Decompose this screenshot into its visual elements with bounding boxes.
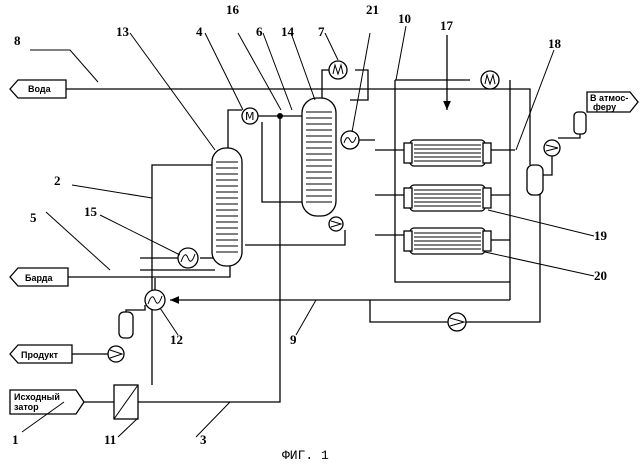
stillage-label: Барда xyxy=(25,273,53,283)
label-10: 10 xyxy=(398,11,411,26)
label-16: 16 xyxy=(226,2,240,17)
heat-exchanger-7-icon xyxy=(329,61,347,79)
product-outlet: Продукт xyxy=(10,345,72,363)
heat-exchanger-12-icon xyxy=(145,290,165,310)
label-21: 21 xyxy=(366,2,379,17)
feed-label-line2: затор xyxy=(14,402,39,412)
label-3: 3 xyxy=(200,432,207,447)
label-5: 5 xyxy=(30,210,37,225)
stillage-outlet: Барда xyxy=(10,268,68,286)
label-8: 8 xyxy=(14,33,21,48)
heat-exchanger-water-icon xyxy=(481,71,499,89)
label-19: 19 xyxy=(594,228,608,243)
label-9: 9 xyxy=(290,332,297,347)
label-17: 17 xyxy=(440,18,454,33)
water-label: Вода xyxy=(28,84,52,94)
figure-caption: ФИГ. 1 xyxy=(282,448,329,463)
label-20: 20 xyxy=(594,268,607,283)
vent-vessel xyxy=(574,112,586,134)
column-13 xyxy=(212,148,242,266)
return-pump-icon xyxy=(448,313,466,331)
feed-label-line1: Исходный xyxy=(14,392,60,402)
membrane-unit-11 xyxy=(114,385,138,419)
mixer-4: M xyxy=(242,108,258,124)
label-2: 2 xyxy=(54,173,61,188)
vent-label-line2: феру xyxy=(593,102,616,112)
label-4: 4 xyxy=(196,24,203,39)
product-pump-icon xyxy=(108,346,124,362)
condenser-middle xyxy=(404,185,491,211)
vent-outlet: В атмос- феру xyxy=(587,92,638,112)
product-label: Продукт xyxy=(21,350,59,360)
label-13: 13 xyxy=(116,24,130,39)
label-6: 6 xyxy=(256,24,263,39)
label-1: 1 xyxy=(12,432,19,447)
label-7: 7 xyxy=(318,24,325,39)
label-15: 15 xyxy=(84,204,98,219)
column-14-pump-icon xyxy=(329,217,343,231)
leader-lines xyxy=(22,26,594,437)
junction-16 xyxy=(277,113,283,119)
condenser-bottom xyxy=(404,228,491,254)
feed-inlet: Исходный затор xyxy=(10,390,84,414)
water-outlet: Вода xyxy=(10,80,66,98)
receiver-vessel xyxy=(119,312,133,338)
label-11: 11 xyxy=(104,432,116,447)
mixer-symbol: M xyxy=(245,110,255,123)
heat-exchanger-21-icon xyxy=(341,131,359,149)
label-12: 12 xyxy=(170,332,183,347)
vacuum-pump-icon xyxy=(544,140,560,156)
label-18: 18 xyxy=(548,36,562,51)
condenser-top xyxy=(404,140,491,166)
label-14: 14 xyxy=(281,24,295,39)
separator-vessel xyxy=(527,165,543,195)
column-14 xyxy=(302,98,336,216)
reboiler-15-icon xyxy=(178,248,198,268)
